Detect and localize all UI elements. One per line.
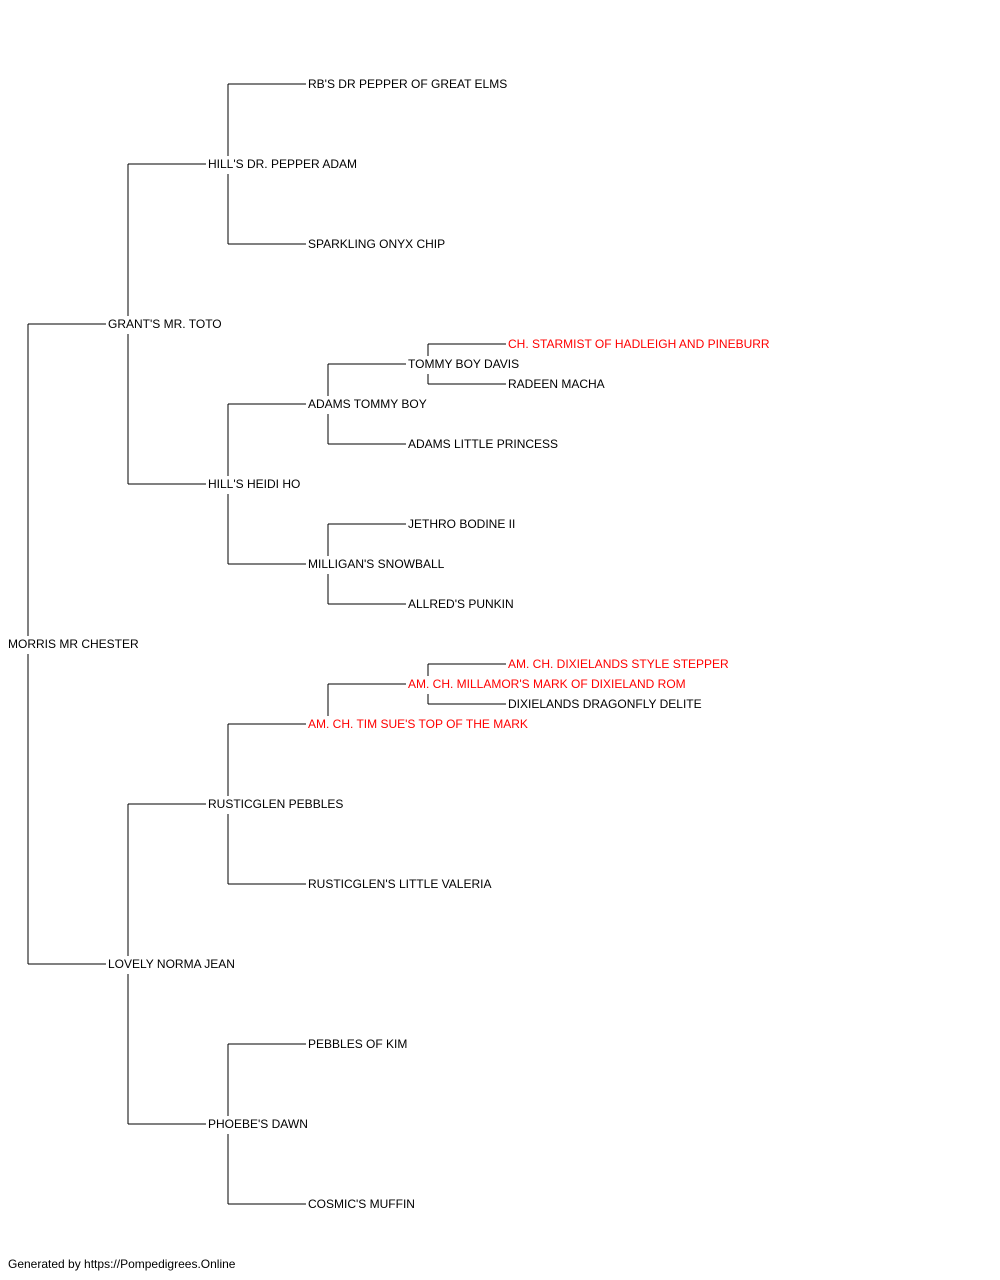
pedigree-name-hill-s-dr-pepper-adam: HILL'S DR. PEPPER ADAM [208, 157, 357, 171]
pedigree-name-sparkling-onyx-chip: SPARKLING ONYX CHIP [308, 237, 445, 251]
pedigree-name-labels: MORRIS MR CHESTER GRANT'S MR. TOTO HILL'S … [8, 77, 770, 1211]
pedigree-name-adams-little-princess: ADAMS LITTLE PRINCESS [408, 437, 558, 451]
pedigree-name-jethro-bodine-ii: JETHRO BODINE II [408, 517, 515, 531]
pedigree-name-hill-s-heidi-ho: HILL'S HEIDI HO [208, 477, 300, 491]
pedigree-name-tommy-boy-davis: TOMMY BOY DAVIS [408, 357, 519, 371]
pedigree-name-rusticglen-s-little-valeria: RUSTICGLEN'S LITTLE VALERIA [308, 877, 491, 891]
pedigree-name-ch-starmist-of-hadleigh-and-pineburr: CH. STARMIST OF HADLEIGH AND PINEBURR [508, 337, 770, 351]
pedigree-name-rb-s-dr-pepper-of-great-elms: RB'S DR PEPPER OF GREAT ELMS [308, 77, 507, 91]
pedigree-name-rusticglen-pebbles: RUSTICGLEN PEBBLES [208, 797, 343, 811]
pedigree-name-pebbles-of-kim: PEBBLES OF KIM [308, 1037, 407, 1051]
pedigree-name-milligan-s-snowball: MILLIGAN'S SNOWBALL [308, 557, 445, 571]
pedigree-name-am-ch-dixielands-style-stepper: AM. CH. DIXIELANDS STYLE STEPPER [508, 657, 729, 671]
pedigree-name-lovely-norma-jean: LOVELY NORMA JEAN [108, 957, 235, 971]
generated-by-footer: Generated by https://Pompedigrees.Online [8, 1257, 236, 1271]
pedigree-name-am-ch-tim-sue-s-top-of-the-mark: AM. CH. TIM SUE'S TOP OF THE MARK [308, 717, 528, 731]
pedigree-name-radeen-macha: RADEEN MACHA [508, 377, 605, 391]
pedigree-connector-lines [27, 83, 506, 1205]
pedigree-name-adams-tommy-boy: ADAMS TOMMY BOY [308, 397, 427, 411]
pedigree-name-cosmic-s-muffin: COSMIC'S MUFFIN [308, 1197, 415, 1211]
pedigree-name-dixielands-dragonfly-delite: DIXIELANDS DRAGONFLY DELITE [508, 697, 702, 711]
pedigree-name-morris-mr-chester: MORRIS MR CHESTER [8, 637, 139, 651]
pedigree-name-allred-s-punkin: ALLRED'S PUNKIN [408, 597, 514, 611]
pedigree-name-am-ch-millamor-s-mark-of-dixieland-rom: AM. CH. MILLAMOR'S MARK OF DIXIELAND ROM [408, 677, 686, 691]
pedigree-name-grant-s-mr-toto: GRANT'S MR. TOTO [108, 317, 222, 331]
pedigree-name-phoebe-s-dawn: PHOEBE'S DAWN [208, 1117, 308, 1131]
